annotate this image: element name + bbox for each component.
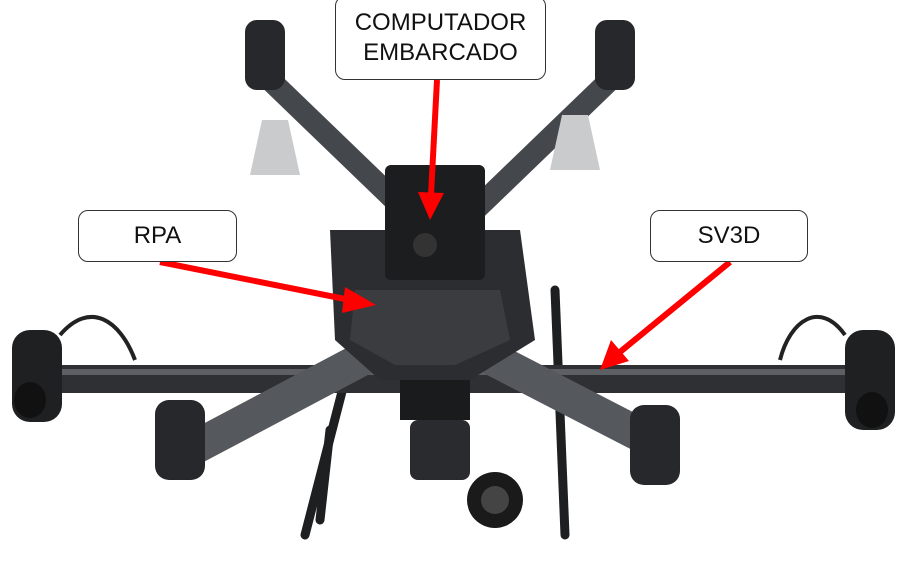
label-computer-line1: COMPUTADOR	[354, 9, 527, 36]
arrow-rpa	[159, 259, 376, 313]
gimbal-camera	[410, 420, 523, 528]
label-computador-embarcado: COMPUTADOR EMBARCADO	[335, 0, 546, 80]
motors	[155, 20, 680, 485]
lower-arms	[173, 343, 667, 467]
arrow-computer	[418, 79, 444, 220]
label-computer-line2: EMBARCADO	[363, 39, 518, 66]
onboard-computer	[385, 165, 485, 280]
label-rpa: RPA	[78, 210, 237, 262]
label-sv3d: SV3D	[650, 210, 808, 262]
rpa-body	[330, 165, 535, 420]
arrow-sv3d	[600, 259, 732, 370]
gps-antennas	[250, 115, 600, 175]
annotation-arrows	[159, 79, 732, 370]
